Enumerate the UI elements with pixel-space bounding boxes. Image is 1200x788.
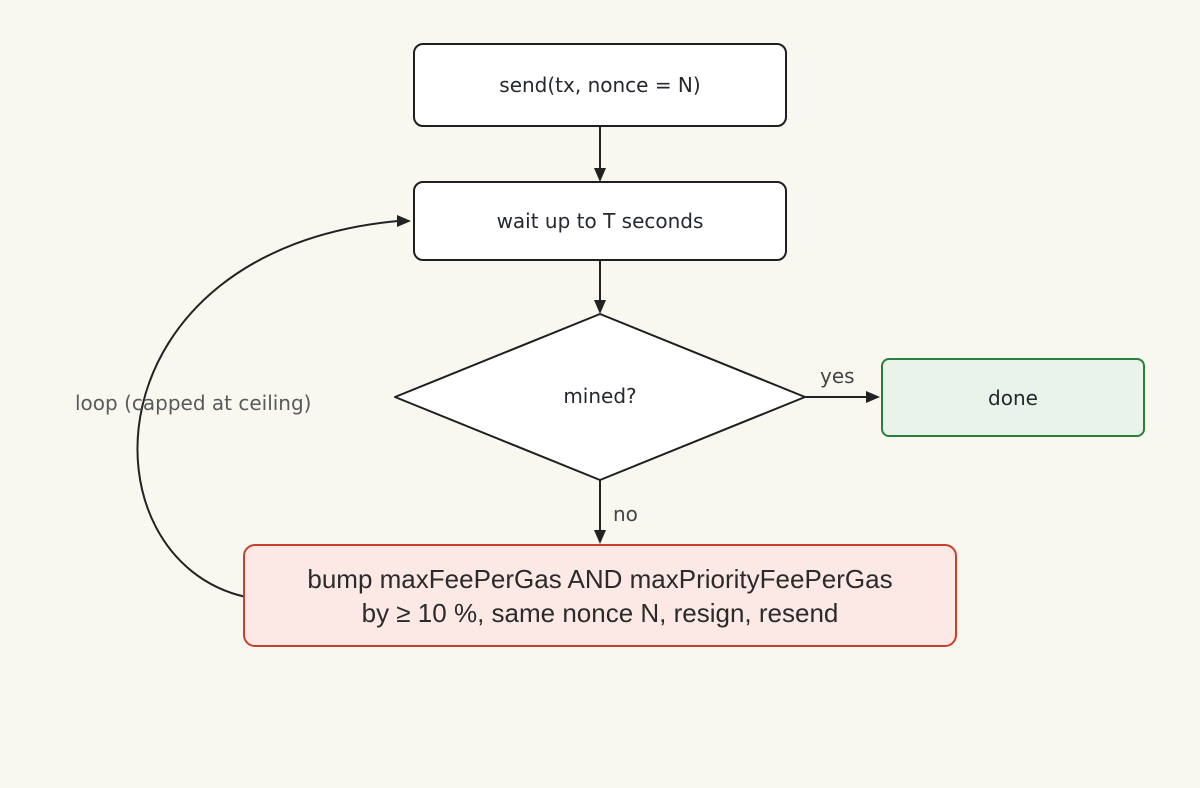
node-bump-line1: bump maxFeePerGas AND maxPriorityFeePerG…: [307, 563, 893, 594]
edge-label-yes: yes: [820, 364, 855, 388]
node-mined-label: mined?: [563, 384, 637, 408]
arrowhead-send-to-wait: [594, 168, 606, 182]
node-wait-label: wait up to T seconds: [496, 209, 704, 233]
arrowhead-mined-to-bump: [594, 530, 606, 544]
arrowhead-bump-to-wait: [397, 215, 411, 227]
loop-curve-bump-to-wait: [136, 220, 399, 598]
node-bump-fees: bump maxFeePerGas AND maxPriorityFeePerG…: [243, 544, 957, 647]
edge-label-no: no: [613, 502, 638, 526]
node-done-label: done: [988, 385, 1038, 410]
node-send-tx: send(tx, nonce = N): [413, 43, 787, 127]
arrowhead-mined-to-done: [866, 391, 880, 403]
node-done: done: [881, 358, 1145, 437]
node-wait: wait up to T seconds: [413, 181, 787, 261]
arrowhead-wait-to-mined: [594, 300, 606, 314]
node-send-label: send(tx, nonce = N): [499, 73, 701, 97]
node-bump-line2: by ≥ 10 %, same nonce N, resign, resend: [361, 597, 839, 628]
edge-label-loop: loop (capped at ceiling): [75, 391, 312, 415]
